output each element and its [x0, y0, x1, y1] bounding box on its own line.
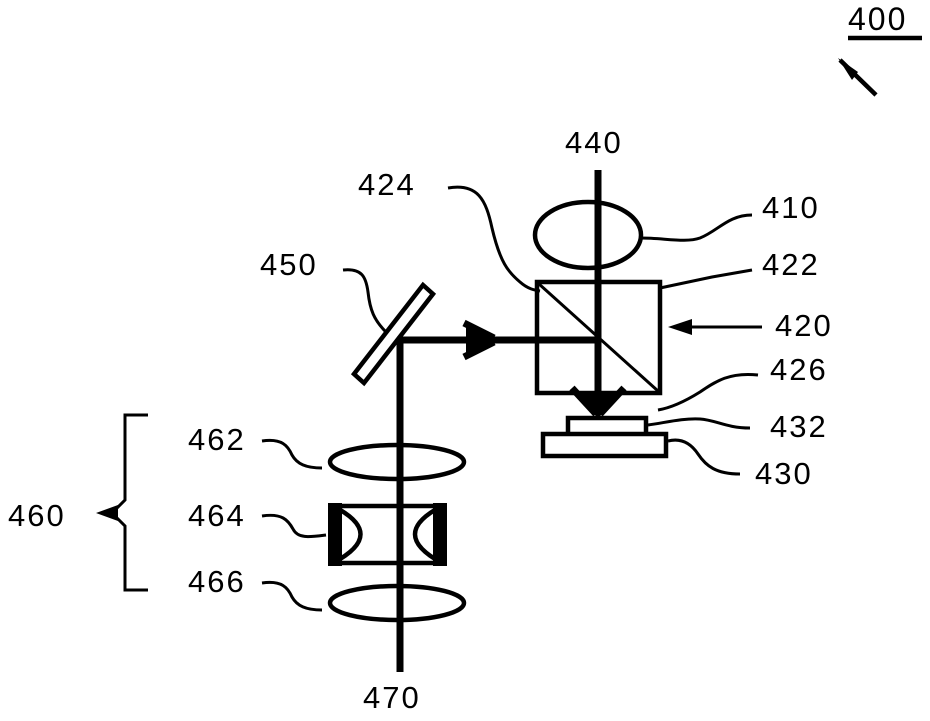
leader-464 — [261, 513, 327, 539]
beam-arrow-upper-wing — [462, 319, 496, 342]
lens-464-left-surface — [331, 503, 363, 565]
label-464: 464 — [188, 498, 246, 533]
leader-462 — [261, 438, 323, 470]
lens-group-brace-460 — [96, 413, 148, 592]
down-arrow-right-wing — [597, 385, 627, 417]
leader-424 — [447, 185, 541, 293]
label-462: 462 — [188, 422, 246, 457]
down-arrow-left-wing — [569, 385, 599, 417]
horizontal-beam-arrowhead — [462, 319, 500, 361]
label-432: 432 — [770, 409, 828, 444]
label-440: 440 — [565, 125, 623, 160]
folding-mirror-450 — [350, 281, 437, 387]
figure-number-group — [838, 35, 922, 97]
beam-arrow-head — [466, 326, 500, 354]
label-420: 420 — [775, 308, 833, 343]
lens-462-convex — [327, 442, 467, 482]
label-460: 460 — [8, 498, 66, 533]
figure-number-arrowhead — [838, 58, 858, 80]
label-422: 422 — [762, 247, 820, 282]
leader-426 — [657, 372, 759, 412]
lens-464-right-bar — [433, 503, 447, 566]
label-400: 400 — [848, 1, 907, 37]
label-426: 426 — [770, 352, 828, 387]
leader-410 — [640, 213, 753, 242]
beam-arrow-lower-wing — [462, 338, 496, 361]
leader-430 — [667, 438, 741, 476]
down-arrowhead-center — [578, 392, 618, 419]
leader-432 — [647, 417, 751, 430]
lens-464-right-surface — [412, 504, 444, 565]
leader-450 — [342, 268, 388, 334]
leader-420-group — [668, 319, 762, 335]
label-410: 410 — [762, 190, 820, 225]
collimating-lens-410 — [532, 199, 644, 271]
label-450: 450 — [260, 247, 318, 282]
lens-464-left-bar — [328, 503, 342, 566]
stage-430 — [540, 431, 669, 459]
brace-arrowhead — [96, 505, 118, 521]
leader-466 — [261, 580, 323, 612]
mirror-slab — [350, 281, 437, 387]
lens-464-concave — [328, 503, 447, 566]
label-466: 466 — [188, 564, 246, 599]
lens-466-convex — [327, 583, 467, 623]
leader-422 — [659, 268, 753, 290]
label-424: 424 — [358, 167, 416, 202]
leader-420-arrowhead — [668, 319, 692, 335]
label-430: 430 — [755, 456, 813, 491]
brace-path — [109, 413, 148, 592]
label-470: 470 — [363, 680, 421, 715]
sample-illumination-arrows — [569, 385, 627, 419]
